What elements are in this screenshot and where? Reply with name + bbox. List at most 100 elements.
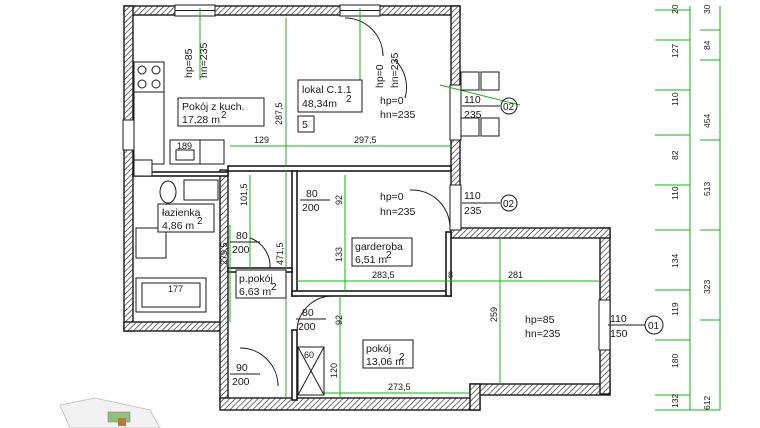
svg-text:134: 134 — [670, 254, 680, 268]
svg-text:92: 92 — [334, 195, 344, 205]
wall-top — [123, 5, 461, 16]
right-scale-outer: 30 84 454 513 323 612 — [702, 4, 712, 410]
svg-text:323: 323 — [702, 280, 712, 294]
svg-text:hn=235: hn=235 — [380, 206, 415, 218]
svg-text:hp=85: hp=85 — [183, 48, 195, 78]
svg-text:454: 454 — [702, 114, 712, 128]
dimension-values: 287,5 129 297,5 101,5 279,5 471,5 133 92… — [219, 102, 523, 392]
svg-text:02: 02 — [503, 102, 515, 113]
svg-text:01: 01 — [648, 321, 660, 332]
window-label-3: hp=0 hn=235 — [380, 95, 415, 121]
svg-text:281: 281 — [508, 270, 523, 280]
wall-bottom-right — [469, 383, 611, 396]
window-code-icon — [500, 97, 518, 115]
door-swing-wardrobe — [409, 189, 451, 229]
cooktop — [133, 61, 165, 93]
room-kitchen: Pokój z kuch. 17,28 m 2 — [177, 97, 265, 127]
svg-text:hp=0: hp=0 — [380, 95, 404, 107]
svg-text:279,5: 279,5 — [219, 242, 229, 265]
room-area-sup: 2 — [221, 110, 227, 121]
shaft-cross — [297, 346, 325, 396]
unit-area-sup: 2 — [346, 94, 352, 105]
room-name: Pokój z kuch. — [182, 101, 244, 113]
window-code-icon — [500, 194, 518, 212]
wall-wardrobe-left — [291, 170, 298, 297]
door-swing-bath — [249, 237, 271, 269]
svg-text:hp=85: hp=85 — [525, 314, 555, 326]
right-scale-inner: 20 127 110 82 110 134 119 180 132 — [670, 4, 680, 408]
room-area: 6,63 m — [239, 286, 271, 298]
door-swing-entry — [239, 347, 279, 387]
unit-number-box — [297, 115, 315, 133]
burner-icon — [151, 79, 161, 89]
room-area-sup: 2 — [399, 352, 405, 363]
svg-text:110: 110 — [464, 94, 481, 106]
svg-text:20: 20 — [670, 4, 680, 14]
room-main: pokój 13,06 m 2 — [362, 339, 414, 369]
svg-text:200: 200 — [232, 244, 250, 256]
room-area: 17,28 m — [182, 114, 220, 126]
wall-bottom-left — [123, 321, 225, 332]
svg-text:hp=0: hp=0 — [380, 191, 404, 203]
svg-text:110: 110 — [670, 186, 680, 200]
room-area: 13,06 m — [366, 356, 404, 368]
dim-189: 189 — [177, 141, 192, 151]
svg-text:127: 127 — [670, 44, 680, 58]
svg-text:129: 129 — [254, 135, 269, 145]
svg-text:101,5: 101,5 — [239, 183, 249, 206]
svg-text:297,5: 297,5 — [354, 135, 377, 145]
vent-left — [122, 119, 135, 151]
svg-text:119: 119 — [670, 302, 680, 316]
svg-text:110: 110 — [464, 190, 481, 202]
burner-icon — [137, 65, 147, 75]
svg-text:180: 180 — [670, 354, 680, 368]
toilet-icon — [159, 180, 177, 204]
window-label-1: hp=85 hn=235 — [183, 43, 210, 78]
window-right-1 — [449, 84, 462, 141]
svg-text:200: 200 — [302, 202, 320, 214]
balcony-tiles — [460, 71, 500, 137]
svg-text:259: 259 — [489, 307, 499, 322]
room-small: p.pokój 6,63 m 2 — [235, 269, 287, 299]
fixtures: 189 177 60 — [133, 61, 325, 396]
door-swing-top — [344, 17, 384, 57]
door-swings — [239, 17, 451, 387]
kitchen-cabinet — [199, 139, 225, 165]
svg-text:200: 200 — [298, 321, 316, 333]
svg-text:92: 92 — [334, 315, 344, 325]
wall-corridor-lower — [291, 329, 298, 401]
svg-text:110: 110 — [670, 92, 680, 106]
window-right-2 — [449, 184, 462, 231]
room-wardrobe: garderoba 6,51 m 2 — [351, 237, 413, 267]
svg-text:235: 235 — [464, 205, 482, 217]
wall-wardrobe-right — [445, 231, 452, 297]
bathtub-inner — [141, 282, 201, 308]
wall-inner-bath — [219, 169, 229, 401]
svg-text:84: 84 — [702, 40, 712, 50]
wall-bottom — [219, 397, 481, 411]
key-plan — [59, 397, 161, 428]
svg-text:90: 90 — [236, 362, 248, 374]
washing-machine — [183, 179, 219, 201]
window-label-2: hp=0 hn=235 — [374, 53, 401, 88]
room-bath: łazienka 4,86 m 2 — [157, 203, 215, 233]
svg-text:80: 80 — [302, 307, 314, 319]
svg-text:612: 612 — [702, 396, 712, 410]
burner-icon — [151, 65, 161, 75]
unit-area: 48,34m — [302, 98, 337, 110]
svg-text:150: 150 — [610, 328, 628, 340]
room-area: 6,51 m — [355, 254, 387, 266]
room-name: łazienka — [162, 207, 201, 219]
svg-text:80: 80 — [306, 188, 318, 200]
kitchen-sink-bowl — [175, 149, 195, 161]
svg-text:235: 235 — [464, 109, 482, 121]
svg-text:513: 513 — [702, 182, 712, 196]
wall-wardrobe-bottom — [291, 290, 452, 297]
window-label-5: hp=85 hn=235 — [525, 314, 560, 340]
svg-text:132: 132 — [670, 394, 680, 408]
room-area-sup: 2 — [197, 216, 203, 227]
wall-kitchen-bottom — [227, 165, 452, 172]
room-name: garderoba — [355, 241, 403, 253]
svg-text:283,5: 283,5 — [372, 270, 395, 280]
